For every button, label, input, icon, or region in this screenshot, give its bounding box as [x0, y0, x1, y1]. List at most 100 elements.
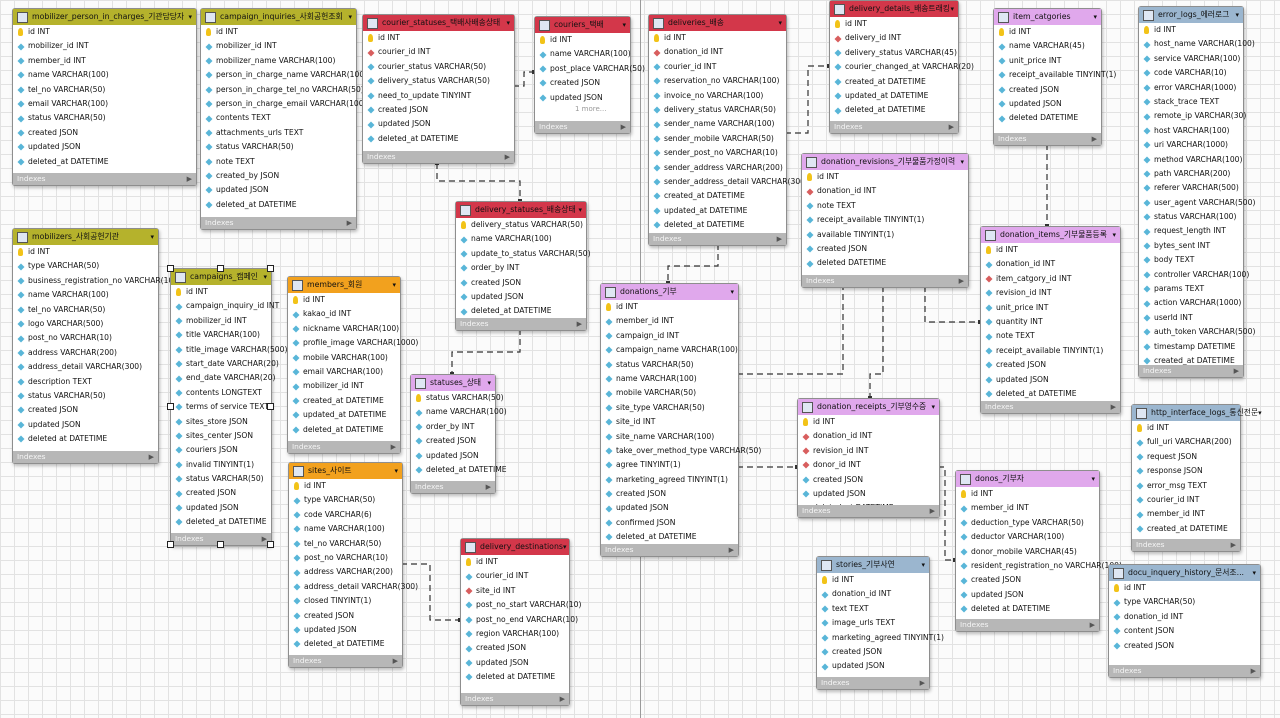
collapse-triangle-icon[interactable]: ▾ [1093, 13, 1097, 21]
column-row[interactable]: code VARCHAR(6) [289, 508, 402, 522]
column-row[interactable]: courier_id INT [363, 45, 514, 59]
expand-triangle-icon[interactable]: ▶ [929, 507, 935, 515]
relationship-line[interactable] [401, 563, 460, 621]
collapse-triangle-icon[interactable]: ▾ [778, 19, 782, 27]
column-row[interactable]: item_catgory_id INT [981, 272, 1120, 286]
column-row[interactable]: updated JSON [289, 623, 402, 637]
expand-triangle-icon[interactable]: ▶ [776, 235, 782, 243]
column-row[interactable]: name VARCHAR(100) [411, 405, 507, 419]
column-row[interactable]: updated_at DATETIME [649, 204, 786, 218]
table-header[interactable]: statuses_상태▾ [411, 375, 495, 391]
column-row[interactable]: id INT [363, 31, 514, 45]
collapse-triangle-icon[interactable]: ▾ [263, 273, 267, 281]
column-row[interactable]: updated JSON [601, 501, 738, 515]
column-row[interactable]: deleted_at DATETIME [649, 218, 786, 232]
column-row[interactable]: created JSON [1109, 639, 1260, 653]
column-row[interactable]: delivery_status VARCHAR(50) [649, 103, 786, 117]
column-row[interactable]: campaign_inquiry_id INT [171, 299, 279, 313]
column-row[interactable]: donor_id INT [798, 458, 939, 472]
column-row[interactable]: closed TINYINT(1) [289, 594, 402, 608]
table-header[interactable]: donations_기부▾ [601, 284, 738, 300]
column-row[interactable]: marketing_agreed TINYINT(1) [817, 631, 944, 645]
column-row[interactable]: business_registration_no VARCHAR(100) [13, 274, 181, 288]
indexes-footer[interactable]: Indexes▶ [649, 233, 786, 245]
column-row[interactable]: courier_status VARCHAR(50) [363, 60, 514, 74]
column-row[interactable]: method VARCHAR(100) [1139, 153, 1243, 167]
column-row[interactable]: image_urls TEXT [817, 616, 929, 630]
column-row[interactable]: remote_ip VARCHAR(30) [1139, 109, 1246, 123]
expand-triangle-icon[interactable]: ▶ [919, 679, 925, 687]
column-row[interactable]: contents TEXT [201, 111, 356, 125]
column-row[interactable]: invalid TINYINT(1) [171, 458, 271, 472]
column-row[interactable]: delivery_status VARCHAR(45) [830, 46, 958, 60]
column-row[interactable]: deleted_at DATETIME [171, 515, 271, 529]
column-row[interactable]: id INT [956, 487, 1099, 501]
column-row[interactable]: created JSON [461, 641, 569, 655]
column-row[interactable]: donation_id INT [1109, 610, 1260, 624]
column-row[interactable]: address VARCHAR(200) [13, 346, 158, 360]
column-row[interactable]: unit_price INT [981, 301, 1120, 315]
indexes-footer[interactable]: Indexes▶ [802, 275, 968, 287]
column-row[interactable]: created JSON [411, 434, 495, 448]
column-row[interactable]: created_by JSON [201, 169, 356, 183]
indexes-footer[interactable]: Indexes▶ [288, 441, 400, 453]
column-row[interactable]: created JSON [535, 76, 630, 90]
collapse-triangle-icon[interactable]: ▾ [392, 281, 396, 289]
table-header[interactable]: stories_기부사연▾ [817, 557, 929, 573]
column-row[interactable]: request_length INT [1139, 224, 1243, 238]
selection-handle[interactable] [167, 265, 174, 272]
column-row[interactable]: id INT [1139, 23, 1243, 37]
column-row[interactable]: id INT [461, 555, 569, 569]
column-row[interactable]: updated JSON [363, 117, 514, 131]
indexes-footer[interactable]: Indexes▶ [461, 693, 569, 705]
relationship-line[interactable] [436, 163, 521, 201]
column-row[interactable]: created JSON [601, 487, 738, 501]
column-row[interactable]: email VARCHAR(100) [288, 365, 400, 379]
column-row[interactable]: donor_mobile VARCHAR(45) [956, 545, 1099, 559]
column-row[interactable]: name VARCHAR(100) [13, 288, 158, 302]
column-row[interactable]: type VARCHAR(50) [1109, 595, 1260, 609]
table-header[interactable]: delivery_destinations▾ [461, 539, 569, 555]
column-row[interactable]: donation_id INT [981, 257, 1120, 271]
table-header[interactable]: donos_기부자▾ [956, 471, 1099, 487]
relationship-line[interactable] [869, 286, 884, 398]
column-row[interactable]: created JSON [956, 573, 1099, 587]
column-row[interactable]: logo VARCHAR(500) [13, 317, 158, 331]
column-row[interactable]: updated JSON [13, 140, 196, 154]
column-row[interactable]: id INT [1132, 421, 1240, 435]
column-row[interactable]: member_id INT [13, 54, 196, 68]
column-row[interactable]: start_date VARCHAR(20) [171, 357, 279, 371]
column-row[interactable]: id INT [171, 285, 271, 299]
column-row[interactable]: id INT [817, 573, 929, 587]
relationship-line[interactable] [938, 466, 955, 561]
column-row[interactable]: status VARCHAR(50) [601, 358, 738, 372]
column-row[interactable]: mobile VARCHAR(100) [288, 351, 400, 365]
column-row[interactable]: tel_no VARCHAR(50) [13, 83, 196, 97]
indexes-footer[interactable]: Indexes▶ [411, 481, 495, 493]
column-row[interactable]: updated JSON [981, 373, 1120, 387]
column-row[interactable]: sites_store JSON [171, 415, 271, 429]
column-row[interactable]: id INT [802, 170, 968, 184]
indexes-footer[interactable]: Indexes▶ [13, 451, 158, 463]
column-row[interactable]: status VARCHAR(50) [201, 140, 356, 154]
column-row[interactable]: agree TINYINT(1) [601, 458, 738, 472]
column-row[interactable]: created_at DATETIME [288, 394, 400, 408]
table-header[interactable]: donation_revisions_기부물품가정이력▾ [802, 154, 968, 170]
column-row[interactable]: order_by INT [411, 420, 495, 434]
collapse-triangle-icon[interactable]: ▾ [1258, 409, 1262, 417]
column-row[interactable]: status VARCHAR(50) [13, 389, 158, 403]
column-row[interactable]: created JSON [363, 103, 514, 117]
column-row[interactable]: deleted_at DATETIME [201, 198, 356, 212]
selection-handle[interactable] [267, 403, 274, 410]
column-row[interactable]: bytes_sent INT [1139, 239, 1243, 253]
column-row[interactable]: update_to_status VARCHAR(50) [456, 247, 591, 261]
expand-triangle-icon[interactable]: ▶ [392, 657, 398, 665]
column-row[interactable]: updated JSON [411, 449, 495, 463]
column-row[interactable]: post_no VARCHAR(10) [289, 551, 402, 565]
column-row[interactable]: created JSON [802, 242, 968, 256]
